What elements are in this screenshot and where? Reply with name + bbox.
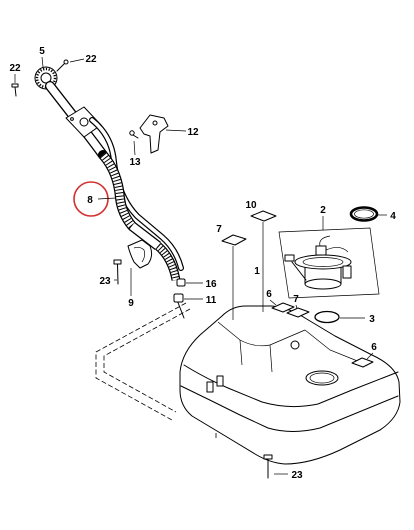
bolt-shank bbox=[117, 263, 119, 285]
callout-seal: 3 bbox=[369, 314, 375, 325]
bolt-head bbox=[113, 259, 122, 265]
seal-ring bbox=[314, 310, 340, 324]
fitting-lower bbox=[173, 293, 203, 303]
bolt-bottom bbox=[263, 454, 288, 479]
callout-bolt-left: 22 bbox=[9, 63, 21, 74]
bracket bbox=[139, 114, 187, 154]
filler-hose-callout bbox=[73, 181, 117, 217]
pump-assembly bbox=[278, 216, 380, 299]
screw-shank bbox=[56, 62, 66, 72]
ring-inner bbox=[354, 209, 374, 219]
leader-line bbox=[165, 129, 187, 132]
phantom-line-inner bbox=[103, 308, 191, 413]
callout-tank: 1 bbox=[254, 266, 260, 277]
tank-outline bbox=[179, 305, 401, 465]
callout-pad-mid2: 7 bbox=[293, 294, 299, 305]
pad-body bbox=[221, 234, 247, 246]
tank-side-bolt bbox=[216, 375, 224, 387]
flange-hole bbox=[79, 117, 89, 127]
pad-body bbox=[250, 210, 277, 222]
pump-filter bbox=[342, 265, 352, 279]
tank-lower-band bbox=[180, 385, 399, 432]
bracket-body bbox=[139, 114, 169, 154]
pad-body bbox=[271, 302, 295, 313]
callout-filler-hose: 8 bbox=[87, 195, 93, 206]
pad-top bbox=[250, 210, 277, 222]
callout-pad-right: 6 bbox=[371, 342, 377, 353]
pump-ring bbox=[349, 206, 387, 222]
callout-clamp: 9 bbox=[128, 298, 134, 309]
bolt-head bbox=[129, 130, 135, 136]
leader-line bbox=[269, 299, 277, 306]
leader-line bbox=[295, 304, 298, 310]
bracket-bolt bbox=[129, 130, 139, 156]
fitting-ring bbox=[176, 278, 186, 287]
lower-hose-corrugation bbox=[155, 243, 180, 281]
pump-plate-inner bbox=[302, 257, 344, 267]
callout-pump-ring: 4 bbox=[390, 211, 396, 222]
callout-screw-right: 22 bbox=[85, 54, 97, 65]
fitting-upper bbox=[176, 278, 203, 287]
leader-line bbox=[133, 140, 136, 156]
hose-corrugation bbox=[100, 152, 135, 229]
pad-body bbox=[286, 307, 310, 318]
ring-outer bbox=[349, 206, 379, 222]
leader-line bbox=[69, 58, 85, 63]
pad-mid2 bbox=[286, 304, 310, 318]
highlight-circle bbox=[73, 181, 109, 217]
pump-bottom bbox=[304, 278, 342, 290]
lower-pipe bbox=[128, 222, 185, 319]
bolt-clip bbox=[113, 259, 122, 285]
callout-fitting-upper: 16 bbox=[205, 279, 217, 290]
fitting-ring bbox=[173, 293, 184, 303]
callout-pad-left: 7 bbox=[216, 224, 222, 235]
leader-line bbox=[41, 56, 44, 68]
callout-bolt-bottom: 23 bbox=[291, 470, 303, 481]
screw-right bbox=[56, 58, 85, 72]
pad-left bbox=[221, 234, 247, 320]
tank-side-bolt bbox=[206, 381, 214, 393]
clamp bbox=[127, 239, 153, 296]
callout-pump-assembly: 2 bbox=[320, 205, 326, 216]
callout-bracket: 12 bbox=[187, 127, 199, 138]
bolt-shank bbox=[132, 134, 139, 139]
pad-right bbox=[351, 352, 374, 368]
bolt-head bbox=[263, 454, 273, 460]
screw-head bbox=[63, 59, 69, 65]
callout-fitting-lower: 11 bbox=[206, 295, 217, 306]
bracket-hole bbox=[152, 120, 158, 126]
pad-body bbox=[351, 357, 374, 368]
callout-filler-cap: 5 bbox=[39, 46, 45, 57]
callout-bolt-clip: 23 bbox=[99, 276, 111, 287]
callout-bracket-bolt: 13 bbox=[129, 157, 141, 168]
pump-connector bbox=[315, 245, 327, 256]
callout-pad-mid: 6 bbox=[266, 289, 272, 300]
leader-line bbox=[97, 197, 117, 200]
tank-inlet-tube bbox=[176, 299, 185, 319]
pump-opening-inner bbox=[309, 372, 335, 384]
tank-contours bbox=[239, 329, 361, 373]
float-arm bbox=[291, 261, 307, 281]
assembly-frame bbox=[278, 227, 380, 299]
pump-wires bbox=[319, 235, 349, 253]
leader-line bbox=[366, 352, 374, 360]
clamp-body bbox=[127, 239, 153, 269]
phantom-line-outer bbox=[95, 302, 187, 421]
seal bbox=[314, 310, 365, 324]
bolt-left bbox=[11, 74, 19, 97]
tank-port bbox=[290, 340, 300, 350]
filler-hose bbox=[98, 150, 137, 231]
pad-mid bbox=[269, 299, 295, 313]
tank-top-rim bbox=[183, 364, 399, 408]
callout-pad-top: 10 bbox=[245, 200, 257, 211]
bolt-shank bbox=[14, 86, 17, 97]
clamp-inner bbox=[133, 246, 146, 263]
float bbox=[284, 254, 295, 262]
pipe-body bbox=[129, 223, 161, 249]
fuel-tank bbox=[179, 305, 401, 465]
flange-bolt-hole bbox=[70, 117, 74, 121]
